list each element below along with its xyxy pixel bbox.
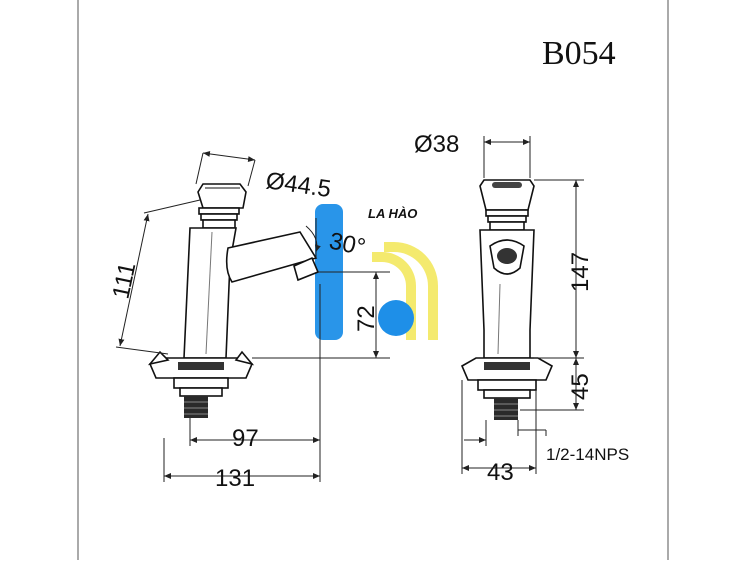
body-highlight (205, 231, 213, 355)
threaded-shank (184, 396, 208, 418)
front-base-gasket (484, 362, 530, 370)
front-lock-nut (477, 379, 537, 391)
front-body-highlight (497, 283, 501, 355)
dim-front-height: 147 (567, 252, 594, 292)
dim-height: 111 (107, 260, 141, 301)
base-gasket (178, 362, 224, 370)
front-threaded-shank (494, 398, 518, 420)
ext-line-dia-left (195, 152, 204, 185)
collar-ring-low (202, 219, 236, 229)
dim-line-height (118, 213, 150, 347)
watermark-dot-blue (378, 300, 414, 336)
ext-line-height-bottom (115, 346, 169, 355)
watermark-logo: LA HÀO (315, 204, 438, 340)
faucet-side-view (147, 183, 320, 418)
front-lock-washer (483, 389, 531, 399)
front-head-slot (492, 182, 522, 188)
faucet-front-view (460, 179, 554, 420)
dim-thread-spec: 1/2-14NPS (546, 445, 629, 464)
angle-arc (305, 225, 321, 253)
watermark-text: LA HÀO (368, 206, 417, 221)
dim-total-depth: 131 (215, 465, 255, 492)
watermark-arc-yellow-inner (372, 252, 416, 340)
collar-ring-top (198, 207, 240, 215)
model-code: B054 (542, 35, 616, 72)
dim-handle-diameter: Ø44.5 (264, 167, 333, 203)
side-view-dimensions: Ø44.5 111 30° 72 97 131 (107, 150, 390, 492)
front-collar-mid (487, 215, 527, 223)
front-collar-top (485, 209, 529, 217)
lock-nut (173, 377, 229, 389)
watermark-arc-yellow (384, 242, 438, 340)
dim-base-width: 43 (487, 459, 514, 486)
faucet-body-column (183, 227, 237, 359)
dim-shank-length: 45 (567, 373, 594, 400)
ext-line-height-top (143, 199, 201, 214)
lock-washer (179, 387, 223, 397)
front-collar-low (489, 221, 525, 231)
ext-line-dia-right (247, 159, 256, 187)
front-view-dimensions: Ø38 147 45 1/2-14NPS 43 (414, 131, 629, 486)
dim-head-diameter: Ø38 (414, 131, 459, 158)
front-outlet-hole (497, 248, 517, 264)
collar-ring-mid (200, 213, 238, 221)
dim-spout-height: 72 (353, 305, 380, 332)
dim-line-handle-diameter (202, 150, 256, 163)
dim-base-to-outlet: 97 (232, 425, 259, 452)
